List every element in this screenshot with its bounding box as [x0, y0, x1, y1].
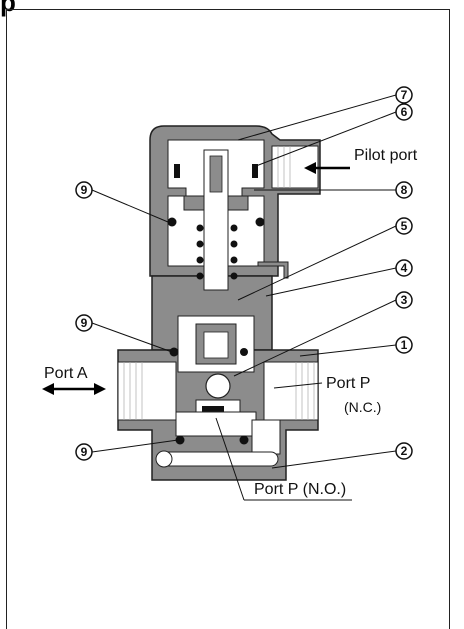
stem-core	[203, 331, 229, 359]
pilot-port-label: Pilot port	[354, 147, 418, 164]
o-ring-upper-right	[255, 217, 265, 227]
valve-body	[117, 125, 321, 481]
port-p-thread	[295, 362, 315, 420]
callout-6: 6	[395, 103, 413, 121]
port-a-bore	[117, 361, 177, 421]
callout-7: 7	[395, 86, 413, 104]
page-heading: p	[0, 0, 16, 17]
seat-seal-upper	[202, 406, 224, 412]
bottom-channel	[159, 451, 279, 467]
svg-text:9: 9	[81, 183, 88, 197]
callout-3: 3	[395, 291, 413, 309]
valve-cross-section-diagram: 7 6 8 5 4 3 1 2	[42, 86, 418, 501]
seal-left	[174, 164, 180, 178]
port-p-label: Port P	[326, 375, 370, 392]
o-ring-mid-right	[240, 348, 248, 356]
callout-1: 1	[395, 336, 413, 354]
port-a-thread	[123, 362, 143, 420]
callout-8: 8	[395, 181, 413, 199]
svg-text:9: 9	[81, 316, 88, 330]
o-ring-lower-right	[239, 435, 249, 445]
svg-text:3: 3	[401, 293, 408, 307]
figure-frame	[6, 9, 450, 629]
callout-5: 5	[395, 217, 413, 235]
poppet-ball	[205, 373, 231, 399]
callout-9-middle: 9	[75, 314, 93, 332]
svg-text:4: 4	[401, 261, 408, 275]
port-p-no-label: Port P (N.O.)	[254, 481, 346, 498]
o-ring-upper-left	[167, 217, 177, 227]
svg-text:7: 7	[401, 88, 408, 102]
callout-4: 4	[395, 259, 413, 277]
callout-9-upper: 9	[75, 181, 93, 199]
svg-text:8: 8	[401, 183, 408, 197]
port-p-nc-label: (N.C.)	[344, 399, 381, 415]
bottom-ball	[155, 450, 173, 468]
flow-arrows	[42, 162, 350, 395]
leader-lines	[91, 94, 397, 501]
lower-plug	[251, 419, 281, 455]
callout-2: 2	[395, 442, 413, 460]
seal-right	[252, 164, 258, 178]
callout-9-lower: 9	[75, 443, 93, 461]
svg-text:2: 2	[401, 444, 408, 458]
svg-text:9: 9	[81, 445, 88, 459]
svg-text:1: 1	[401, 338, 408, 352]
o-ring-lower-left	[175, 435, 185, 445]
port-a-label: Port A	[44, 365, 88, 382]
o-ring-mid-left	[169, 347, 179, 357]
spring	[196, 224, 238, 280]
page: p	[0, 0, 450, 629]
port-p-bore	[263, 361, 319, 421]
svg-text:5: 5	[401, 219, 408, 233]
svg-text:6: 6	[401, 105, 408, 119]
piston-rod-inner	[209, 155, 223, 193]
lower-passage	[175, 411, 257, 437]
